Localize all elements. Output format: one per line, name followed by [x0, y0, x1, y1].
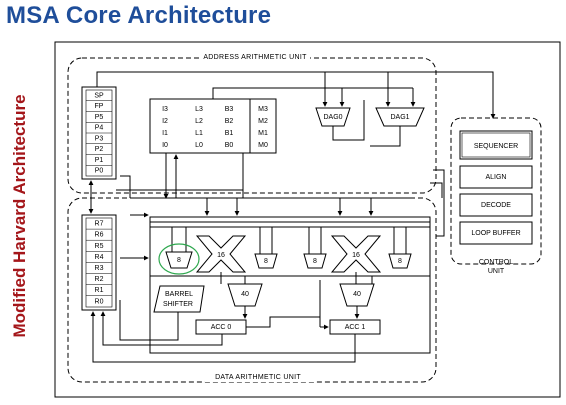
- modify-register: M0: [258, 142, 268, 149]
- barrel-shifter-line1: BARREL: [165, 291, 193, 298]
- data-register: R3: [95, 265, 104, 272]
- slide-title: MSA Core Architecture: [6, 2, 272, 29]
- address-arithmetic-unit: ADDRESS ARITHMETIC UNIT SP FP P5P4P3P2P1P0…: [67, 52, 496, 199]
- alu-40bit-left-label: 40: [241, 291, 249, 298]
- acc0-label: ACC 0: [211, 324, 232, 331]
- dag0: DAG0: [315, 107, 351, 127]
- data-register: R5: [95, 243, 104, 250]
- alu-8bit-right-2: 8: [388, 227, 412, 269]
- align-label: ALIGN: [485, 174, 506, 181]
- dag-register: I2: [162, 118, 168, 125]
- acc1-label: ACC 1: [345, 324, 366, 331]
- barrel-shifter: BARREL SHIFTER: [153, 285, 205, 313]
- alu-40bit-right: 40: [339, 272, 375, 307]
- data-register: R6: [95, 232, 104, 239]
- data-unit-label: DATA ARITHMETIC UNIT: [215, 374, 301, 381]
- pointer-register: P0: [95, 168, 104, 175]
- data-register: R2: [95, 276, 104, 283]
- acc0: ACC 0: [195, 319, 247, 335]
- pointer-register: SP: [94, 92, 104, 99]
- control-unit: SEQUENCER ALIGN DECODE LOOP BUFFER CONTR…: [450, 117, 542, 275]
- modify-register: M2: [258, 118, 268, 125]
- acc1: ACC 1: [329, 319, 381, 335]
- control-unit-label-line1: CONTROL: [479, 259, 513, 266]
- data-register: R1: [95, 287, 104, 294]
- dag-register: B3: [225, 106, 234, 113]
- alu-8bit-left: 8: [158, 227, 200, 275]
- sequencer-label: SEQUENCER: [474, 143, 518, 150]
- alu-8bit-right: 8: [303, 227, 327, 269]
- dag-register: B2: [225, 118, 234, 125]
- pointer-register: P5: [95, 114, 104, 121]
- data-register: R7: [95, 221, 104, 228]
- dag-register: L3: [195, 106, 203, 113]
- alu-8bit-right-2-label: 8: [398, 258, 402, 265]
- dag-register: I0: [162, 142, 168, 149]
- pointer-register: FP: [95, 103, 104, 110]
- dag-register: B1: [225, 130, 234, 137]
- highlight-circle: [158, 243, 200, 275]
- decode-label: DECODE: [481, 202, 511, 209]
- address-unit-label: ADDRESS ARITHMETIC UNIT: [203, 54, 307, 61]
- dag-register: I3: [162, 106, 168, 113]
- outer-frame: [54, 41, 561, 398]
- multiplier-left: 16: [195, 235, 247, 273]
- barrel-shifter-line2: SHIFTER: [163, 301, 193, 308]
- pointer-register: P4: [95, 125, 104, 132]
- pointer-register: P1: [95, 157, 104, 164]
- multiplier-right: 16: [330, 235, 382, 273]
- dag-register: B0: [225, 142, 234, 149]
- multiplier-right-label: 16: [352, 252, 360, 259]
- alu-8bit-left-2: 8: [254, 227, 278, 269]
- pointer-register: P2: [95, 146, 104, 153]
- pointer-register: P3: [95, 135, 104, 142]
- modify-register: M3: [258, 106, 268, 113]
- dag-register: L2: [195, 118, 203, 125]
- dag-register: L1: [195, 130, 203, 137]
- dag-register: I1: [162, 130, 168, 137]
- dag1-label: DAG1: [390, 114, 409, 121]
- alu-8bit-left-label: 8: [177, 257, 181, 264]
- data-register: R0: [95, 298, 104, 305]
- alu-8bit-right-label: 8: [313, 258, 317, 265]
- dag0-label: DAG0: [323, 114, 342, 121]
- alu-8bit-left-2-label: 8: [264, 258, 268, 265]
- dag-register: L0: [195, 142, 203, 149]
- loop-buffer-label: LOOP BUFFER: [471, 230, 520, 237]
- dag1: DAG1: [375, 107, 425, 127]
- control-unit-label-line2: UNIT: [488, 268, 505, 275]
- multiplier-left-label: 16: [217, 252, 225, 259]
- modify-register: M1: [258, 130, 268, 137]
- alu-40bit-right-label: 40: [353, 291, 361, 298]
- data-register: R4: [95, 254, 104, 261]
- alu-40bit-left: 40: [220, 272, 263, 307]
